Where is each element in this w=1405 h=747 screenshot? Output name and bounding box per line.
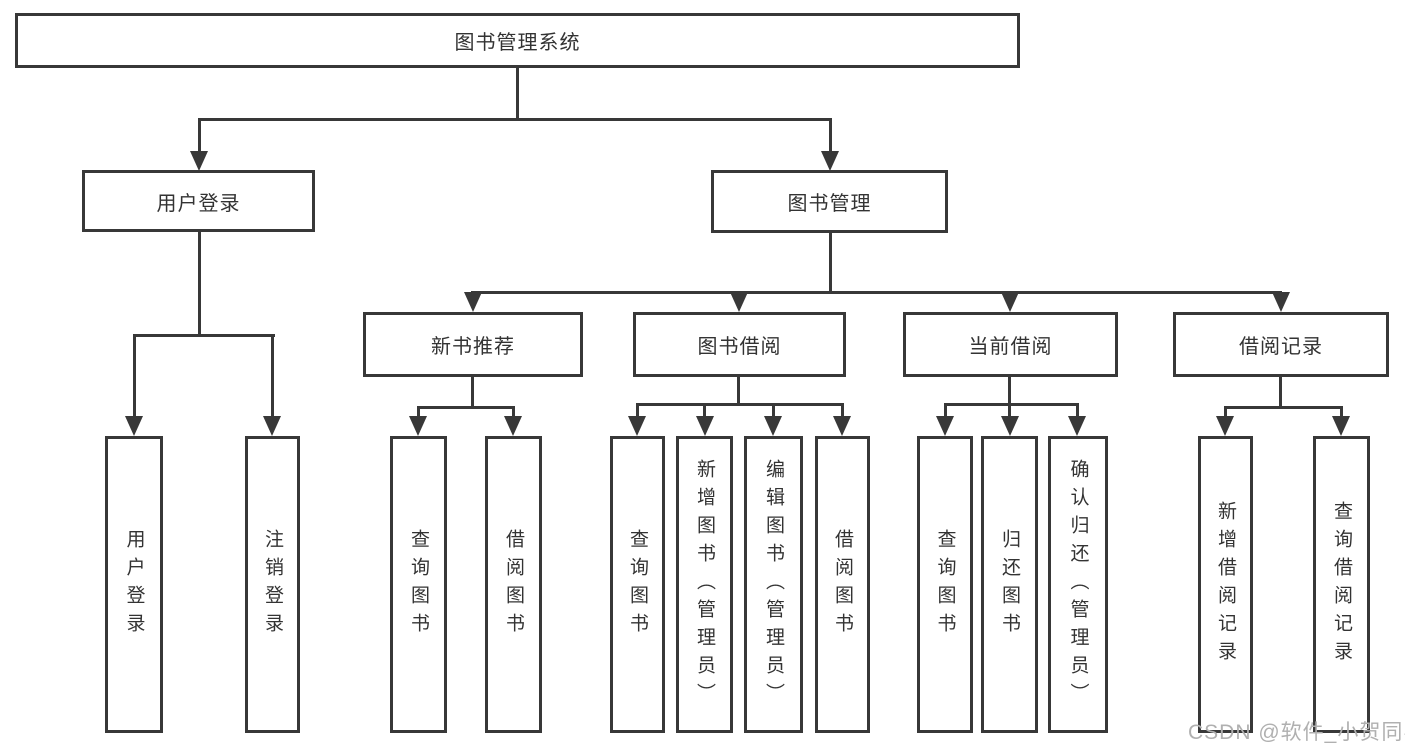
connector-stem	[636, 403, 639, 418]
arrow-down-icon	[263, 416, 281, 436]
connector-stem	[1340, 406, 1343, 418]
leaf-query-books-current: 查询图书	[917, 436, 973, 733]
node-current-borrow: 当前借阅	[903, 312, 1118, 377]
node-label: 用户登录	[156, 192, 241, 215]
connector-stem	[944, 403, 947, 418]
arrow-down-icon	[821, 151, 839, 171]
node-label: 新书推荐	[431, 336, 515, 358]
leaf-label: 新增借阅记录	[1215, 500, 1236, 669]
connector-root-stem	[516, 68, 519, 120]
node-label: 借阅记录	[1239, 336, 1323, 358]
arrow-down-icon	[628, 416, 646, 436]
leaf-query-books-borrow: 查询图书	[610, 436, 665, 733]
connector-stem	[703, 403, 706, 418]
connector-stem	[417, 406, 420, 418]
leaf-confirm-return-admin: 确认归还（管理员）	[1048, 436, 1108, 733]
leaf-borrow-books-recommend: 借阅图书	[485, 436, 542, 733]
connector-level1-rail	[198, 118, 831, 121]
leaf-label: 查询图书	[934, 528, 956, 641]
leaf-query-books-recommend: 查询图书	[390, 436, 447, 733]
leaf-label: 借阅图书	[832, 528, 853, 641]
connector-stem	[1224, 406, 1227, 418]
node-book-management: 图书管理	[711, 170, 948, 233]
arrow-down-icon	[696, 416, 714, 436]
node-user-login: 用户登录	[82, 170, 315, 232]
arrow-down-icon	[1068, 416, 1086, 436]
leaf-label: 查询图书	[408, 528, 429, 641]
node-label: 图书管理系统	[454, 32, 581, 54]
arrow-down-icon	[764, 416, 782, 436]
leaf-add-borrow-record: 新增借阅记录	[1198, 436, 1253, 733]
arrow-down-icon	[1216, 416, 1234, 436]
leaf-user-login: 用户登录	[105, 436, 163, 733]
leaf-label: 注销登录	[262, 528, 283, 641]
arrow-down-icon	[190, 151, 208, 171]
connector-stem	[1076, 403, 1079, 418]
leaf-label: 借阅图书	[503, 528, 524, 641]
connector-rail	[133, 334, 275, 337]
connector-stem	[133, 334, 136, 417]
arrow-down-icon	[833, 416, 851, 436]
connector-stem	[198, 118, 201, 153]
node-label: 图书借阅	[697, 336, 782, 358]
connector-stem	[271, 334, 274, 417]
connector-stem	[471, 377, 474, 408]
arrow-down-icon	[504, 416, 522, 436]
arrow-down-icon	[1332, 416, 1350, 436]
leaf-return-book: 归还图书	[981, 436, 1038, 733]
leaf-label: 用户登录	[123, 528, 145, 641]
arrow-down-icon	[409, 416, 427, 436]
watermark: CSDN @软件_小贺同学	[1188, 721, 1405, 744]
leaf-label: 确认归还（管理员）	[1067, 458, 1089, 711]
node-new-book-recommend: 新书推荐	[363, 312, 583, 377]
leaf-label: 新增图书（管理员）	[694, 458, 715, 711]
connector-stem	[1008, 403, 1011, 418]
arrow-down-icon	[936, 416, 954, 436]
connector-stem	[1008, 377, 1011, 405]
node-library-management-system: 图书管理系统	[15, 13, 1020, 68]
connector-level2-rail	[471, 291, 1282, 294]
leaf-edit-book-admin: 编辑图书（管理员）	[744, 436, 803, 733]
arrow-down-icon	[1272, 292, 1290, 312]
connector-stem	[772, 403, 775, 418]
leaf-borrow-books: 借阅图书	[815, 436, 870, 733]
node-label: 图书管理	[787, 193, 872, 215]
leaf-label: 查询图书	[627, 528, 648, 641]
connector-stem	[198, 232, 201, 336]
connector-stem	[841, 403, 844, 418]
connector-stem	[829, 118, 832, 153]
connector-rail	[944, 403, 1079, 406]
connector-stem	[829, 233, 832, 293]
leaf-query-borrow-record: 查询借阅记录	[1313, 436, 1370, 733]
arrow-down-icon	[125, 416, 143, 436]
arrow-down-icon	[464, 292, 482, 312]
leaf-label: 查询借阅记录	[1331, 500, 1352, 669]
arrow-down-icon	[1001, 416, 1019, 436]
node-label: 当前借阅	[968, 336, 1053, 358]
leaf-logout: 注销登录	[245, 436, 300, 733]
connector-rail	[636, 403, 843, 406]
connector-rail	[417, 406, 515, 409]
node-book-borrow: 图书借阅	[633, 312, 846, 377]
arrow-down-icon	[730, 292, 748, 312]
arrow-down-icon	[1001, 292, 1019, 312]
connector-stem	[1279, 377, 1282, 408]
leaf-label: 编辑图书（管理员）	[763, 458, 784, 711]
leaf-add-book-admin: 新增图书（管理员）	[676, 436, 733, 733]
connector-stem	[737, 377, 740, 405]
leaf-label: 归还图书	[999, 528, 1020, 641]
node-borrow-records: 借阅记录	[1173, 312, 1389, 377]
connector-rail	[1224, 406, 1343, 409]
connector-stem	[512, 406, 515, 418]
